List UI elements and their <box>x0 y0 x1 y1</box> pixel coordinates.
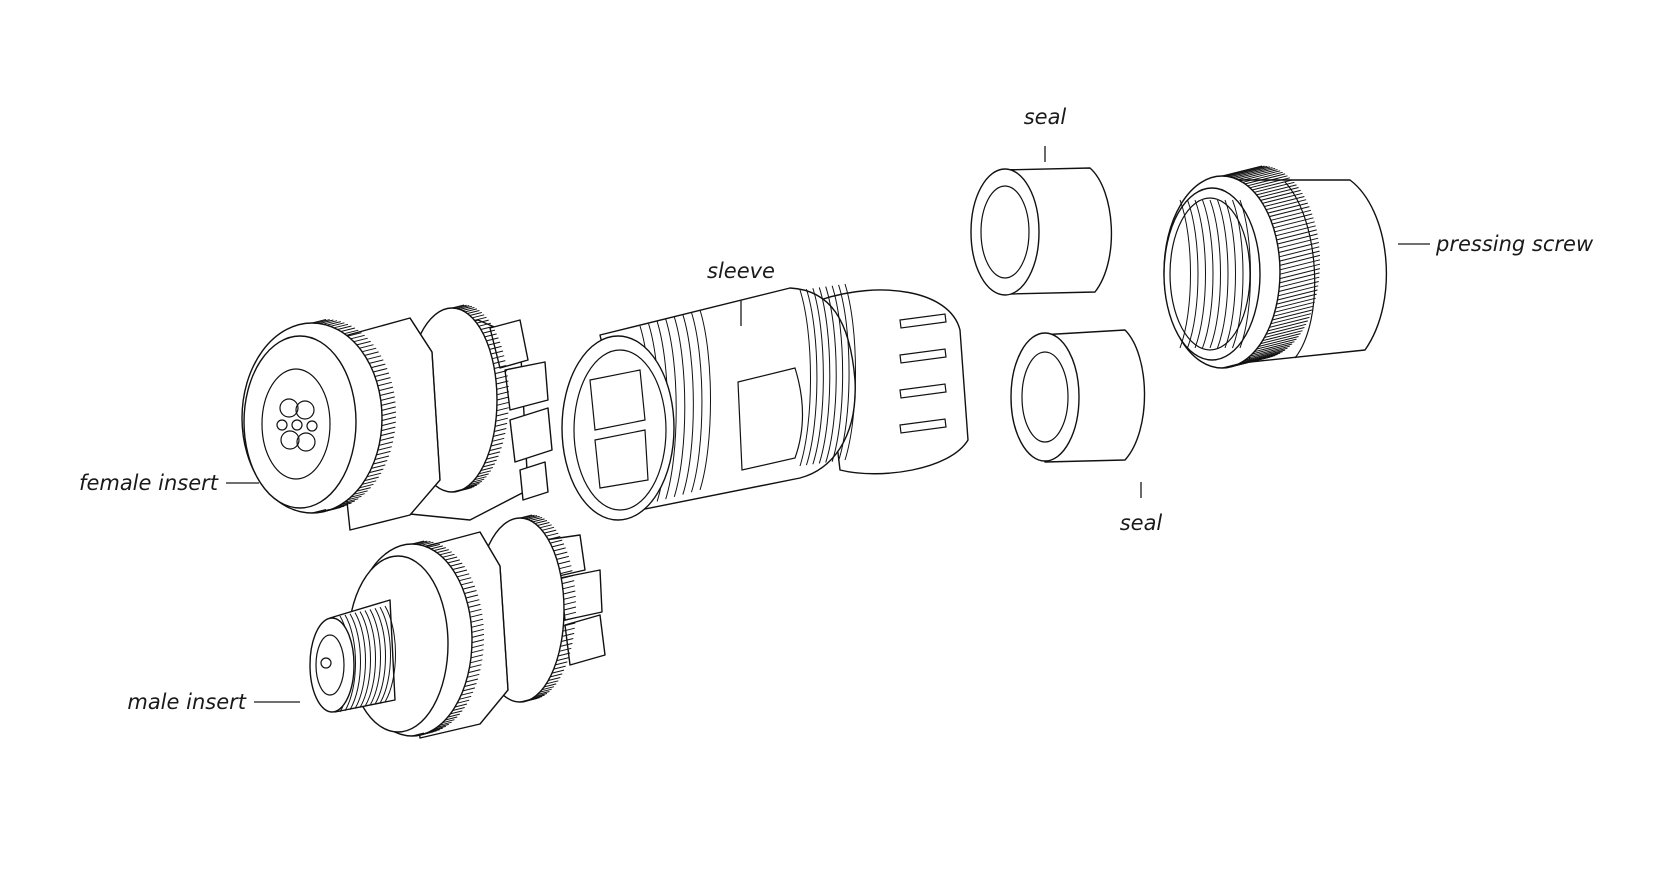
label-pressing-screw: pressing screw <box>1435 232 1594 256</box>
thread-pressing-screw-inner <box>1179 199 1251 349</box>
female-insert-part <box>241 304 553 531</box>
knurl-male-front <box>411 540 485 737</box>
label-male-insert: male insert <box>127 690 246 714</box>
pressing-screw-part <box>1163 165 1388 369</box>
male-insert-part <box>309 514 606 739</box>
label-seal-top: seal <box>1024 105 1067 129</box>
sleeve-crown-slots <box>899 313 947 434</box>
sleeve-part <box>561 283 969 521</box>
label-female-insert: female insert <box>79 471 219 495</box>
knurl-female-rear <box>451 304 510 493</box>
seal-bottom-part <box>1010 329 1146 463</box>
knurl-female-front <box>311 319 397 514</box>
knurl-male-rear <box>519 514 577 703</box>
label-sleeve: sleeve <box>707 259 775 283</box>
knurl-pressing-screw <box>1221 165 1321 369</box>
seal-top-part <box>970 167 1113 296</box>
sleeve-rear-threads <box>799 283 856 467</box>
label-seal-bottom: seal <box>1120 511 1163 535</box>
